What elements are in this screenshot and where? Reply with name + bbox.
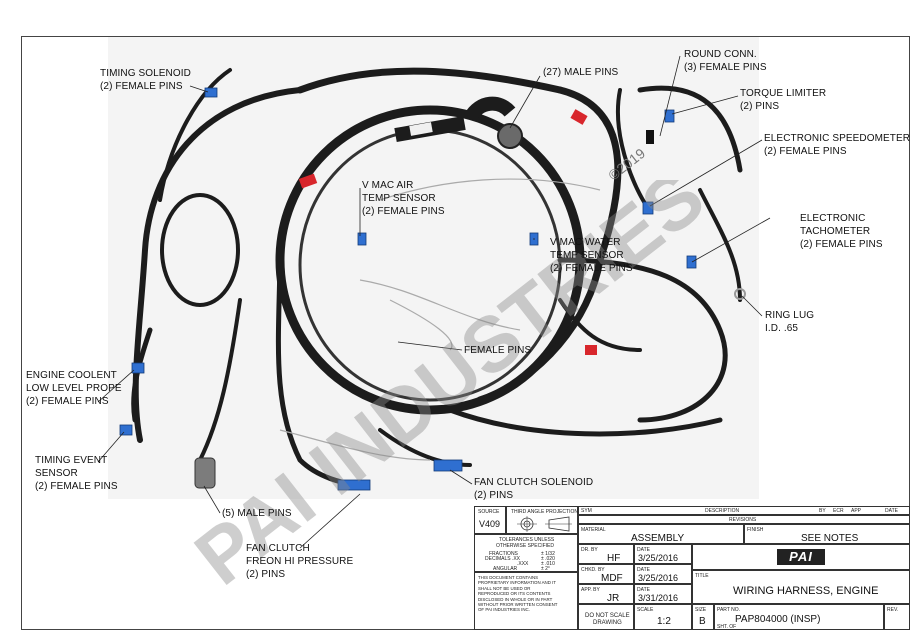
proprietary-note: THIS DOCUMENT CONTAINS PROPRIETARY INFOR…: [474, 572, 578, 630]
checked-date-cell: DATE 3/25/2016: [634, 564, 692, 584]
label-female-pins: FEMALE PINS: [464, 345, 532, 356]
part-number: PAP804000 (INSP): [735, 614, 821, 625]
rev-cell: REV.: [884, 604, 910, 630]
approved-date-cell: DATE 3/31/2016: [634, 584, 692, 604]
label-round-conn: ROUND CONN.(3) FEMALE PINS: [684, 49, 767, 73]
logo-cell: PAI: [692, 544, 910, 570]
projection-cell: THIRD ANGLE PROJECTION: [506, 506, 578, 534]
checked-by-cell: CHKD. BY MDF: [578, 564, 634, 584]
revisions-header-row: SYM DESCRIPTION BY ECR APP DATE: [578, 506, 910, 515]
drawn-date-cell: DATE 3/25/2016: [634, 544, 692, 564]
finish-cell: FINISH SEE NOTES: [744, 524, 910, 544]
title-block: SOURCE V409 THIRD ANGLE PROJECTION TOLER…: [474, 506, 910, 630]
third-angle-projection-icon: [517, 516, 572, 532]
part-number-cell: PART NO. PAP804000 (INSP) SHT. OF: [714, 604, 884, 630]
tolerances-cell: TOLERANCES UNLESS OTHERWISE SPECIFIED FR…: [474, 534, 578, 572]
label-timing-solenoid: TIMING SOLENOID(2) FEMALE PINS: [100, 68, 191, 92]
material-cell: MATERIAL ASSEMBLY: [578, 524, 744, 544]
label-5-male-pins: (5) MALE PINS: [222, 508, 292, 519]
label-torque-limiter: TORQUE LIMITER(2) PINS: [740, 88, 827, 112]
label-fan-clutch-solenoid: FAN CLUTCH SOLENOID(2) PINS: [474, 477, 594, 501]
scale-cell: SCALE 1:2: [634, 604, 692, 630]
drawing-title: WIRING HARNESS, ENGINE: [733, 585, 879, 597]
revisions-row: REVISIONS: [578, 515, 910, 524]
source-cell: SOURCE V409: [474, 506, 506, 534]
approved-by-cell: APP. BY JR: [578, 584, 634, 604]
label-electronic-speedometer: ELECTRONIC SPEEDOMETER(2) FEMALE PINS: [764, 133, 911, 157]
pai-logo: PAI: [777, 549, 825, 565]
size-cell: SIZE B: [692, 604, 714, 630]
label-27-male-pins: (27) MALE PINS: [543, 67, 619, 78]
title-cell: TITLE WIRING HARNESS, ENGINE: [692, 570, 910, 604]
do-not-scale-cell: DO NOT SCALE DRAWING: [578, 604, 634, 630]
drawn-by-cell: DR. BY HF: [578, 544, 634, 564]
